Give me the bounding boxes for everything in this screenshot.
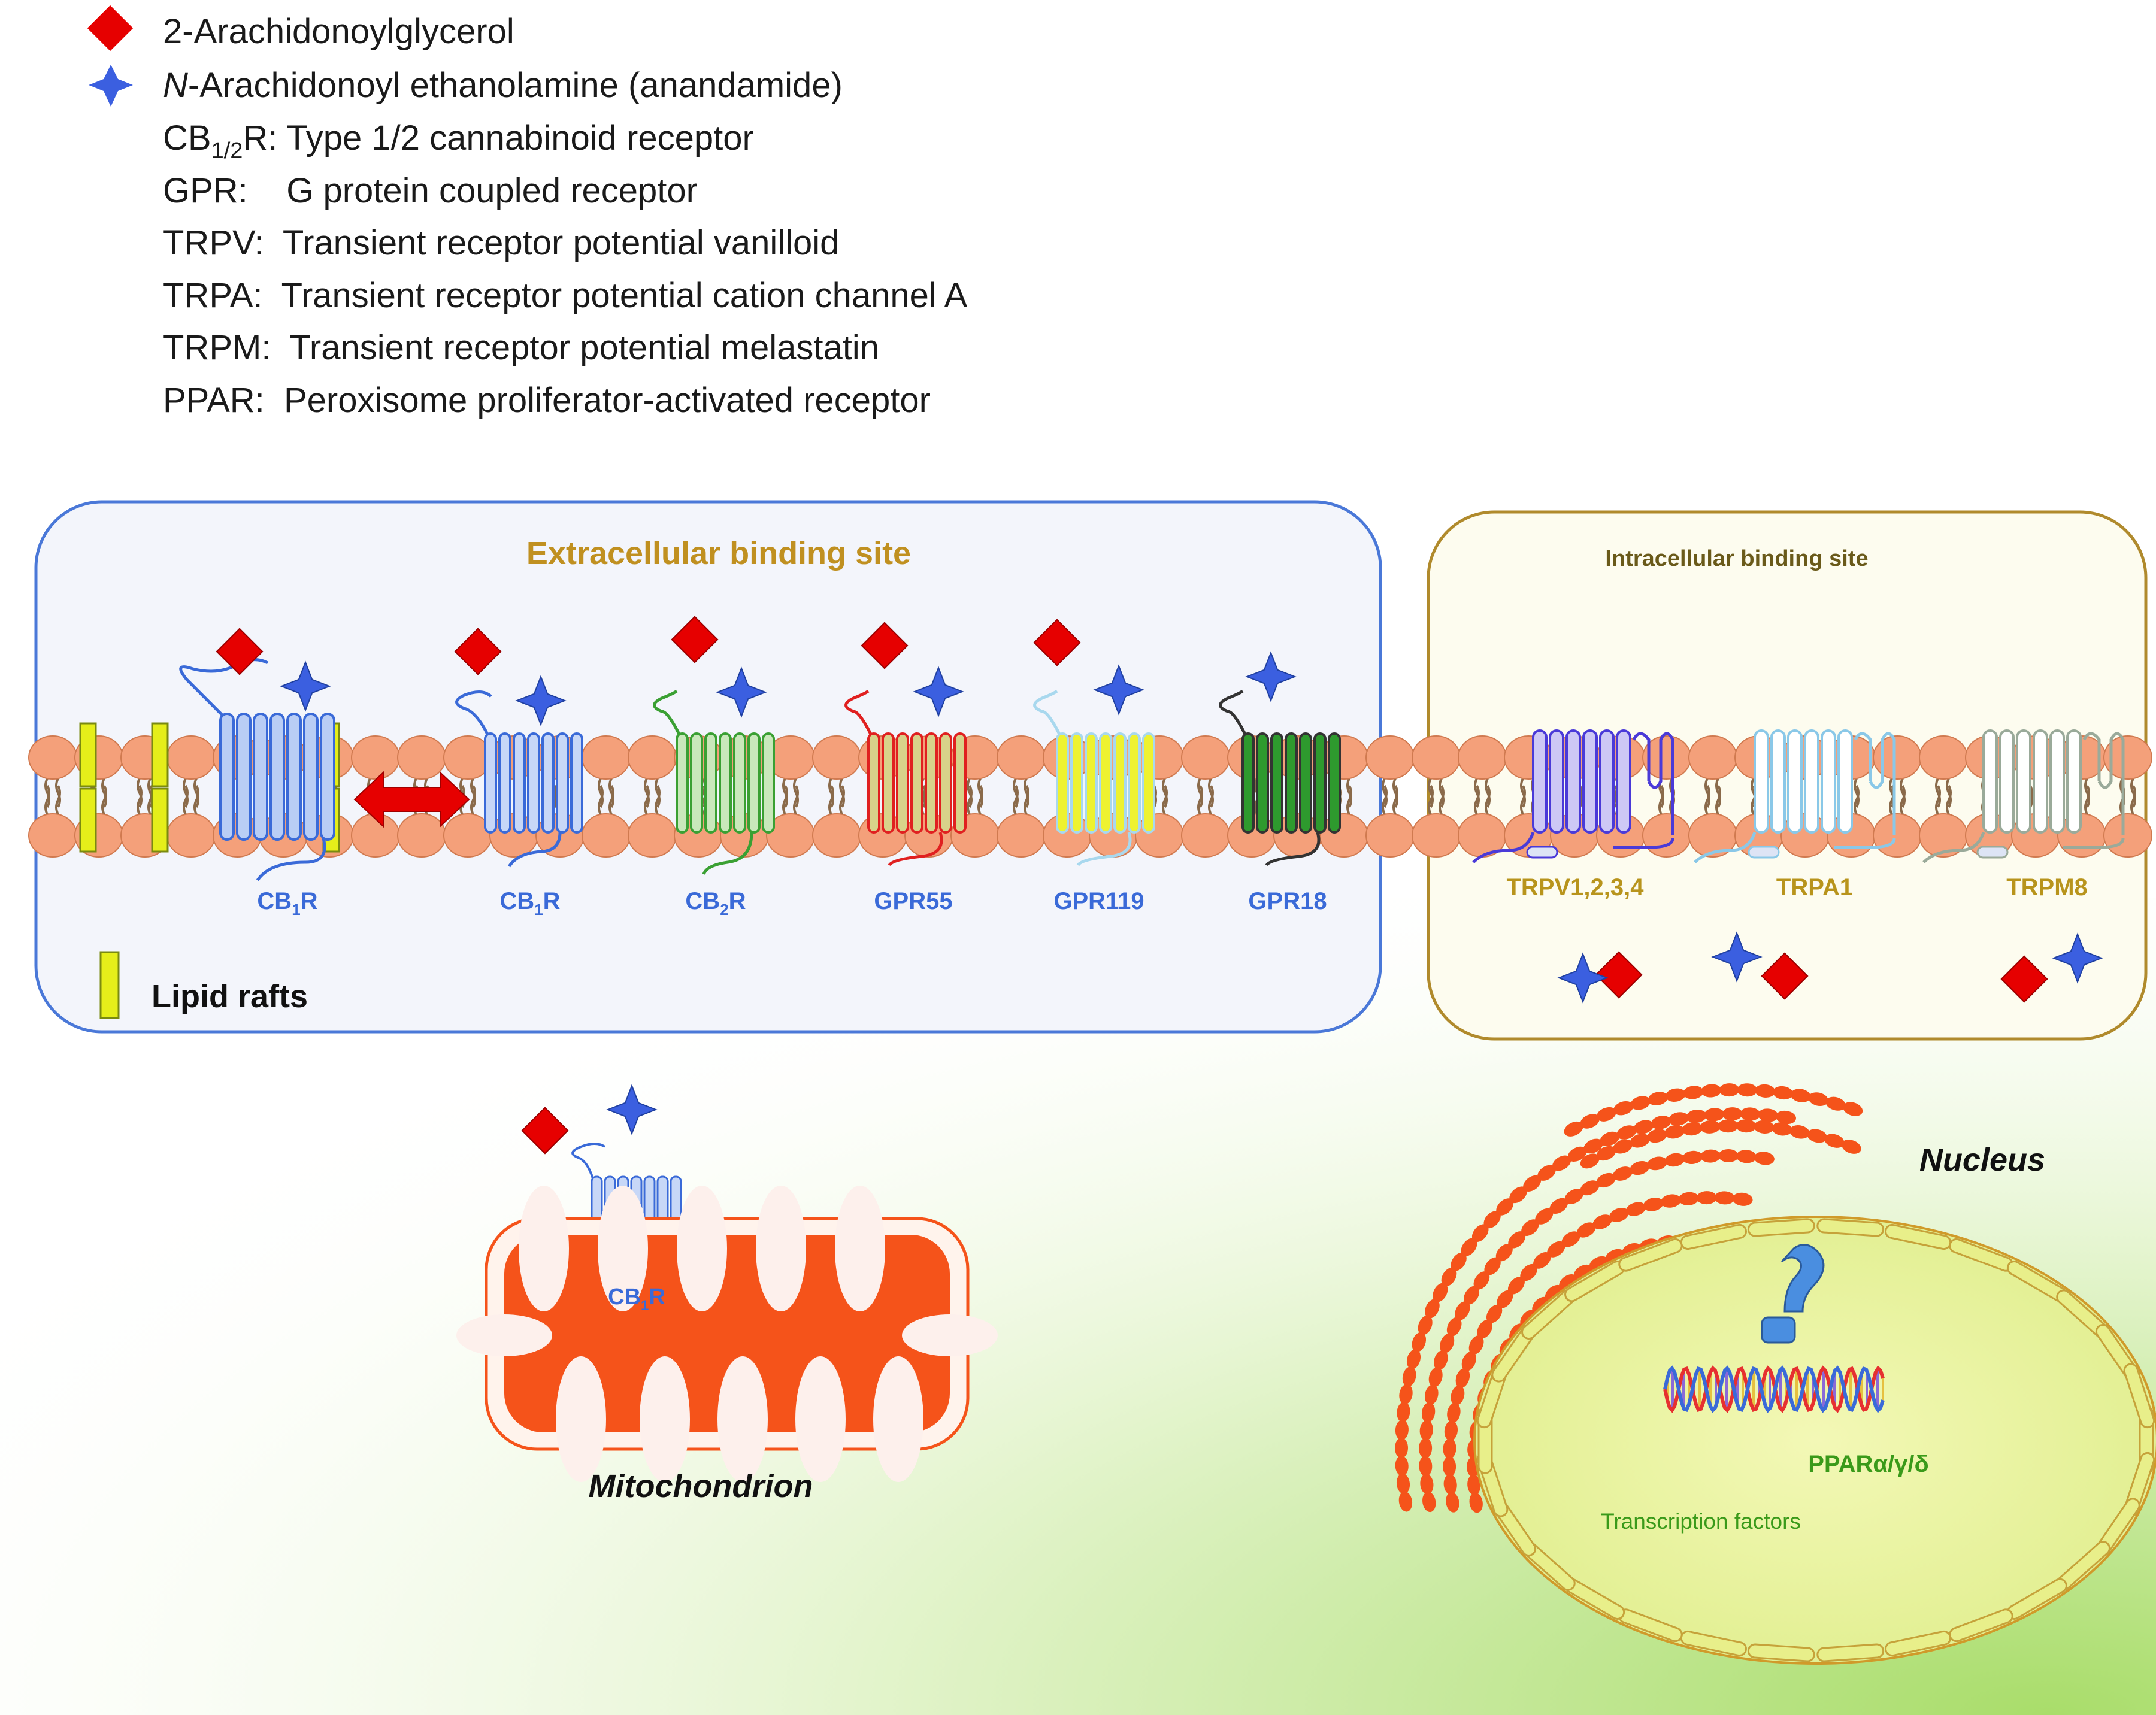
label-trpm8: TRPM8 bbox=[2006, 874, 2088, 901]
lipid-molecule bbox=[1365, 735, 1415, 808]
cb1r-raft-receptor bbox=[179, 658, 335, 881]
label-cb1r-raft: CB1R bbox=[257, 888, 317, 919]
legend-trpv: TRPV: Transient receptor potential vanil… bbox=[163, 223, 839, 262]
cb1r-receptor bbox=[455, 690, 583, 868]
lipid-molecule bbox=[1919, 785, 1968, 858]
lipid-rafts-label: Lipid rafts bbox=[152, 978, 308, 1014]
ag2-diamond-icon bbox=[454, 628, 502, 675]
trpa1-channel bbox=[1694, 729, 1896, 863]
nucleus-label: Nucleus bbox=[1919, 1142, 2045, 1178]
dna-helix bbox=[1663, 1365, 1885, 1413]
lipid-molecule bbox=[997, 785, 1046, 858]
extracellular-title: Extracellular binding site bbox=[526, 535, 911, 571]
mitochondrion-label: Mitochondrion bbox=[589, 1468, 813, 1504]
ppar-protein-icon bbox=[1761, 1244, 1825, 1344]
legend-trpa: TRPA: Transient receptor potential catio… bbox=[163, 276, 968, 315]
label-gpr18: GPR18 bbox=[1248, 888, 1327, 914]
lipid-molecule bbox=[628, 735, 677, 808]
lipid-molecule bbox=[166, 785, 216, 858]
gpr55-receptor bbox=[844, 689, 967, 866]
aea-star-icon bbox=[1711, 931, 1763, 983]
aea-star-icon bbox=[716, 666, 767, 718]
ag2-diamond-icon bbox=[1033, 619, 1081, 666]
legend-aea: N-Arachidonoyl ethanolamine (anandamide) bbox=[163, 66, 843, 105]
translocation-double-arrow-icon bbox=[353, 771, 470, 828]
nucleus bbox=[1473, 1216, 2156, 1665]
legend-trpm: TRPM: Transient receptor potential melas… bbox=[163, 328, 879, 367]
ag2-diamond-icon bbox=[1761, 952, 1809, 1000]
lipid-molecule bbox=[812, 735, 861, 808]
ag2-diamond-icon bbox=[671, 616, 719, 663]
aea-star-icon bbox=[606, 1084, 658, 1135]
lipid-molecule bbox=[1688, 785, 1737, 858]
legend-ag2: 2-Arachidonoylglycerol bbox=[163, 12, 514, 51]
label-trpa1: TRPA1 bbox=[1776, 874, 1853, 901]
legend-gpr: GPR: G protein coupled receptor bbox=[163, 171, 698, 210]
label-cb2r: CB2R bbox=[685, 888, 746, 919]
ag2-diamond-icon bbox=[861, 622, 909, 669]
aea-star-icon bbox=[280, 660, 331, 712]
trpv-channel bbox=[1472, 729, 1674, 863]
aea-star-icon bbox=[913, 666, 964, 717]
ppar-label: PPARα/γ/δ bbox=[1808, 1451, 1928, 1477]
legend-ppar: PPAR: Peroxisome proliferator-activated … bbox=[163, 381, 931, 420]
aea-star-icon bbox=[1557, 952, 1609, 1004]
lipid-molecule bbox=[1688, 735, 1737, 808]
gpr119-receptor bbox=[1033, 689, 1155, 866]
ag2-diamond-icon bbox=[1595, 951, 1643, 999]
aea-star-icon bbox=[515, 675, 567, 726]
legend: 2-Arachidonoylglycerol N-Arachidonoyl et… bbox=[87, 5, 968, 420]
label-cb1r: CB1R bbox=[499, 888, 560, 919]
lipid-molecule bbox=[766, 785, 815, 858]
label-cb1r-mito: CB1R bbox=[608, 1284, 665, 1314]
intracellular-title: Intracellular binding site bbox=[1605, 546, 1868, 571]
aea-star-icon bbox=[89, 65, 133, 107]
cb2r-receptor bbox=[653, 689, 775, 875]
gpr18-receptor bbox=[1219, 689, 1341, 866]
ag2-diamond-icon bbox=[2000, 955, 2048, 1003]
aea-star-icon bbox=[2052, 932, 2103, 984]
trpm8-channel bbox=[1922, 729, 2125, 863]
lipid-molecule bbox=[28, 735, 77, 808]
label-gpr119: GPR119 bbox=[1053, 888, 1144, 914]
lipid-raft-legend-icon bbox=[99, 951, 120, 1019]
ag2-diamond-icon bbox=[521, 1107, 569, 1155]
lipid-molecule bbox=[812, 785, 861, 858]
label-trpv: TRPV1,2,3,4 bbox=[1506, 874, 1644, 901]
receptors bbox=[179, 658, 2125, 1280]
lipid-molecule bbox=[1919, 735, 1968, 808]
legend-cb: CB1/2R: Type 1/2 cannabinoid receptor bbox=[163, 119, 754, 163]
aea-star-icon bbox=[1093, 664, 1144, 716]
mitochondrion bbox=[456, 1186, 998, 1482]
label-gpr55: GPR55 bbox=[874, 888, 952, 914]
lipid-molecule bbox=[1365, 785, 1415, 858]
transcription-factors-label: Transcription factors bbox=[1601, 1509, 1801, 1534]
aea-star-icon bbox=[1245, 651, 1297, 702]
ag2-diamond-icon bbox=[216, 628, 264, 675]
